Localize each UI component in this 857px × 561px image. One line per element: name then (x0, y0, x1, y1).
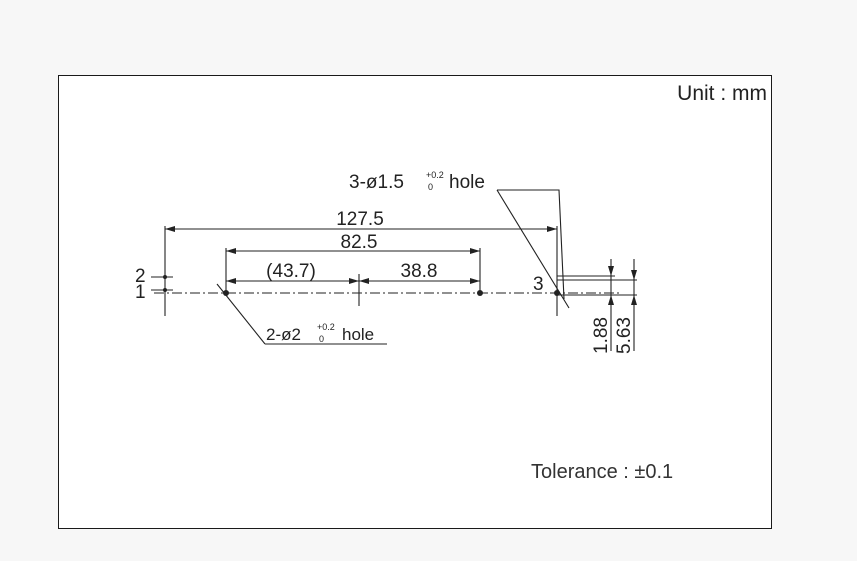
dim-left-segment-label: (43.7) (266, 261, 316, 282)
dim-height-large-label: 5.63 (614, 317, 635, 354)
dim-right-segment-label: 38.8 (401, 261, 438, 282)
arrow-seg-left (226, 278, 236, 284)
callout-hole-3-tol-upper: +0.2 (426, 170, 444, 180)
callout-hole-2-prefix: 2-ø2 (266, 325, 301, 344)
dim-overall-label: 127.5 (336, 209, 384, 230)
technical-drawing: 127.5 82.5 (43.7) 38.8 1.88 5.63 2 1 3 3… (135, 170, 637, 354)
arrow-overall-left (165, 226, 175, 232)
callout-hole-3-prefix: 3-ø1.5 (349, 172, 404, 193)
dim-height-small-label: 1.88 (591, 317, 612, 354)
callout-hole-2-tol-upper: +0.2 (317, 322, 335, 332)
marker-label-1: 1 (135, 282, 146, 303)
marker-dot-2 (163, 275, 167, 279)
leader-hole-3 (497, 189, 565, 300)
arrow-seg-mid-l (349, 278, 359, 284)
hole-right (477, 290, 483, 296)
hole-end (554, 290, 560, 296)
arrow-span-left (226, 248, 236, 254)
callout-hole-2-suffix: hole (342, 325, 374, 344)
callout-hole-2-tol-lower: 0 (319, 334, 324, 344)
marker-dot-1 (163, 288, 167, 292)
arrow-large-bottom (631, 295, 637, 305)
marker-label-3: 3 (533, 274, 544, 295)
callout-hole-3-tol-lower: 0 (428, 182, 433, 192)
dim-span-label: 82.5 (341, 232, 378, 253)
tolerance-label: Tolerance : ±0.1 (531, 461, 674, 483)
drawing-frame: 127.5 82.5 (43.7) 38.8 1.88 5.63 2 1 3 3… (58, 75, 772, 529)
marker-label-2: 2 (135, 266, 146, 287)
leader-hole-3-diag (496, 189, 570, 309)
arrow-large-top (631, 270, 637, 280)
arrow-small-bottom (608, 295, 614, 305)
arrow-span-right (470, 248, 480, 254)
unit-label: Unit : mm (677, 82, 767, 105)
arrow-overall-right (547, 226, 557, 232)
hole-left (223, 290, 229, 296)
arrow-seg-right (470, 278, 480, 284)
arrow-small-top (608, 266, 614, 276)
arrow-seg-mid-r (359, 278, 369, 284)
callout-hole-3-suffix: hole (449, 172, 485, 193)
